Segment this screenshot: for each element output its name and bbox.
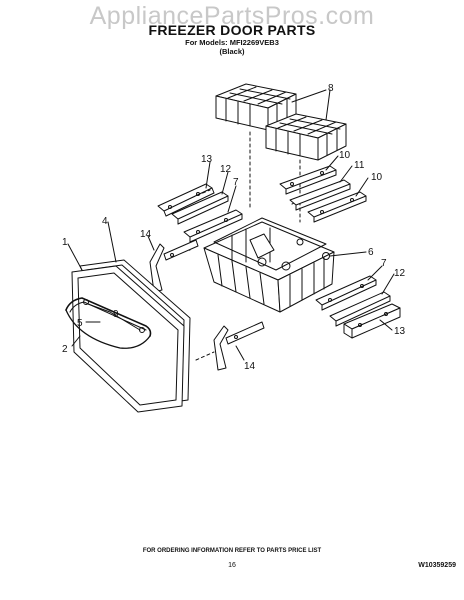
callout-label: 14 (244, 361, 256, 372)
callout-label: 10 (371, 172, 383, 183)
callout-label: 7 (233, 177, 239, 188)
page-title: FREEZER DOOR PARTS (148, 22, 316, 38)
freezer-door (65, 259, 191, 413)
document-number: W10359259 (418, 562, 456, 569)
slide-rail-7-right (315, 275, 377, 311)
callout-label: 7 (381, 258, 387, 269)
ordering-note: FOR ORDERING INFORMATION REFER TO PARTS … (142, 548, 322, 554)
color-variant: (Black) (219, 47, 245, 56)
slide-rail-10-lower (307, 191, 367, 223)
callout-label: 13 (394, 326, 406, 337)
callout-label: 14 (140, 229, 152, 240)
callout-label: 1 (62, 237, 68, 248)
leader-lines (67, 89, 395, 361)
callout-labels: 8 13 12 7 10 11 10 4 1 14 6 7 12 9 5 2 1… (62, 83, 406, 372)
bracket-14-upper (149, 239, 199, 293)
slide-rail-13-upper (157, 183, 215, 217)
callout-label: 6 (368, 247, 374, 258)
slide-rail-12-right (329, 291, 391, 327)
callout-label: 5 (77, 318, 83, 329)
freezer-basket-upper-2 (265, 113, 347, 161)
bracket-14-lower (213, 321, 265, 371)
callout-label: 4 (102, 216, 108, 227)
slide-rail-11 (289, 179, 351, 211)
callout-label: 12 (394, 268, 406, 279)
callout-label: 2 (62, 344, 68, 355)
freezer-bin (203, 217, 335, 313)
slide-rail-13-lower (343, 303, 401, 339)
page-number: 16 (228, 562, 236, 569)
callout-label: 13 (201, 154, 213, 165)
models-line: For Models: MFI2269VEB3 (185, 38, 279, 47)
slide-rail-10-upper (279, 165, 337, 195)
slide-rail-12-left (171, 191, 229, 225)
watermark: AppliancePartsPros.com (89, 2, 375, 30)
callout-label: 11 (354, 160, 365, 171)
callout-label: 8 (328, 83, 334, 94)
callout-label: 9 (113, 309, 119, 320)
slide-rail-7-left (183, 209, 243, 243)
callout-label: 12 (220, 164, 232, 175)
callout-label: 10 (339, 150, 351, 161)
